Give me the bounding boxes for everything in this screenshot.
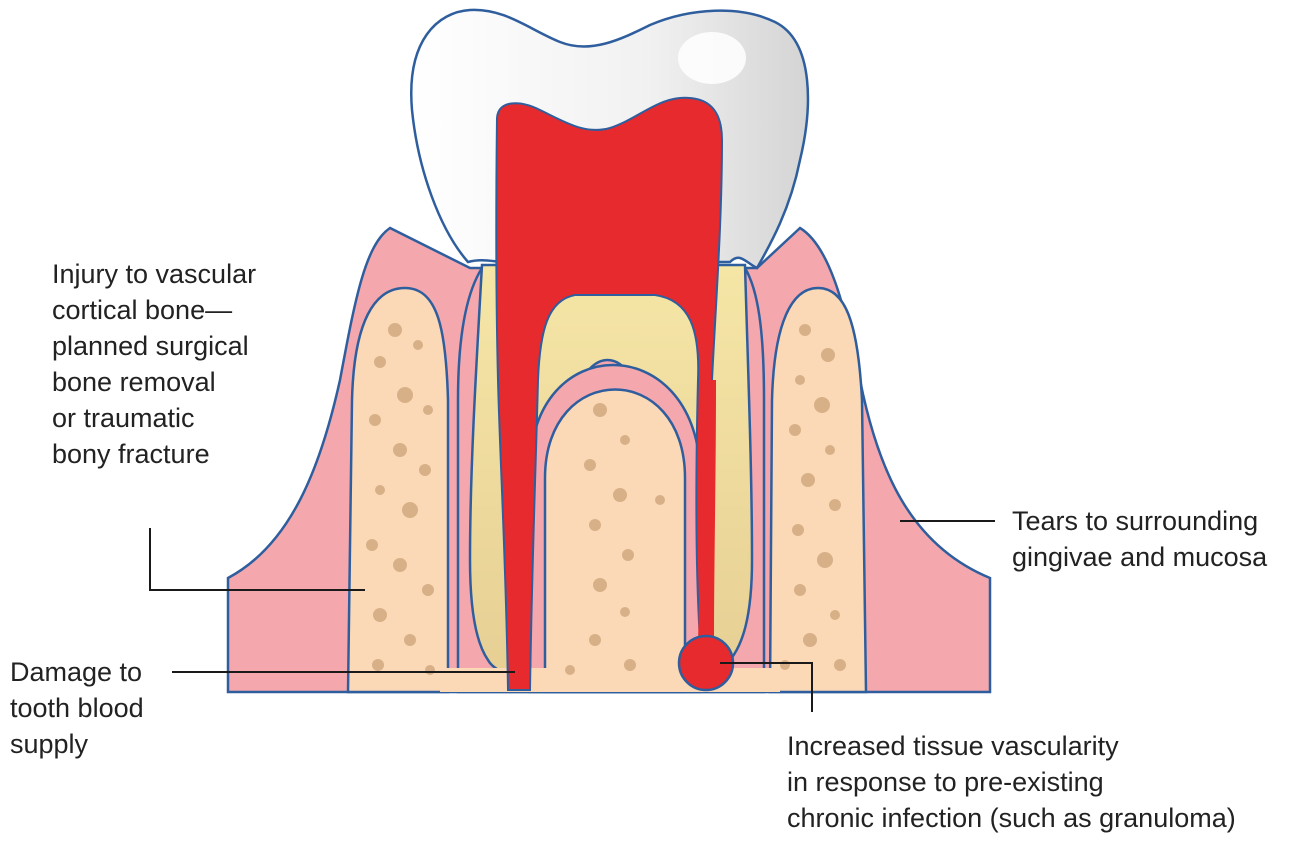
interradicular-bone	[545, 390, 685, 693]
alveolar-bone-right	[770, 288, 866, 692]
label-blood-supply: Damage to tooth blood supply	[10, 654, 144, 762]
alveolar-bone-left	[348, 288, 448, 692]
label-bone-injury: Injury to vascular cortical bone— planne…	[52, 256, 256, 472]
label-gingivae: Tears to surrounding gingivae and mucosa	[1012, 503, 1267, 575]
label-vascularity: Increased tissue vascularity in response…	[787, 728, 1236, 836]
enamel-highlight	[678, 32, 746, 84]
